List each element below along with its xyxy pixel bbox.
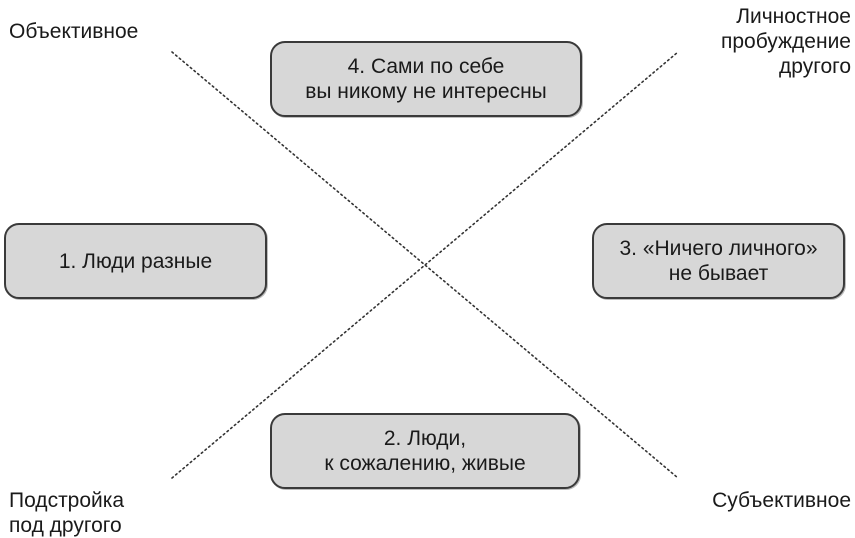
axis-label-objective: Объективное xyxy=(9,20,139,43)
box-2-people-alive: 2. Люди, к сожалению, живые xyxy=(270,413,580,489)
box-1-people-different: 1. Люди разные xyxy=(4,223,267,299)
box-3-nothing-personal: 3. «Ничего личного» не бывает xyxy=(592,223,845,299)
box-2-text: 2. Люди, к сожалению, живые xyxy=(324,427,526,475)
box-4-text: 4. Сами по себе вы никому не интересны xyxy=(305,55,547,103)
box-3-text: 3. «Ничего личного» не бывает xyxy=(619,237,818,285)
axis-label-personal-awakening: Личностное пробуждение другого xyxy=(720,5,851,78)
axis-label-adaptation: Подстройка под другого xyxy=(9,489,125,537)
box-4-nobody-interested: 4. Сами по себе вы никому не интересны xyxy=(270,41,582,117)
box-1-text: 1. Люди разные xyxy=(58,249,213,273)
axis-adaptation-awakening xyxy=(171,51,679,479)
axis-label-subjective: Субъективное xyxy=(712,489,851,512)
